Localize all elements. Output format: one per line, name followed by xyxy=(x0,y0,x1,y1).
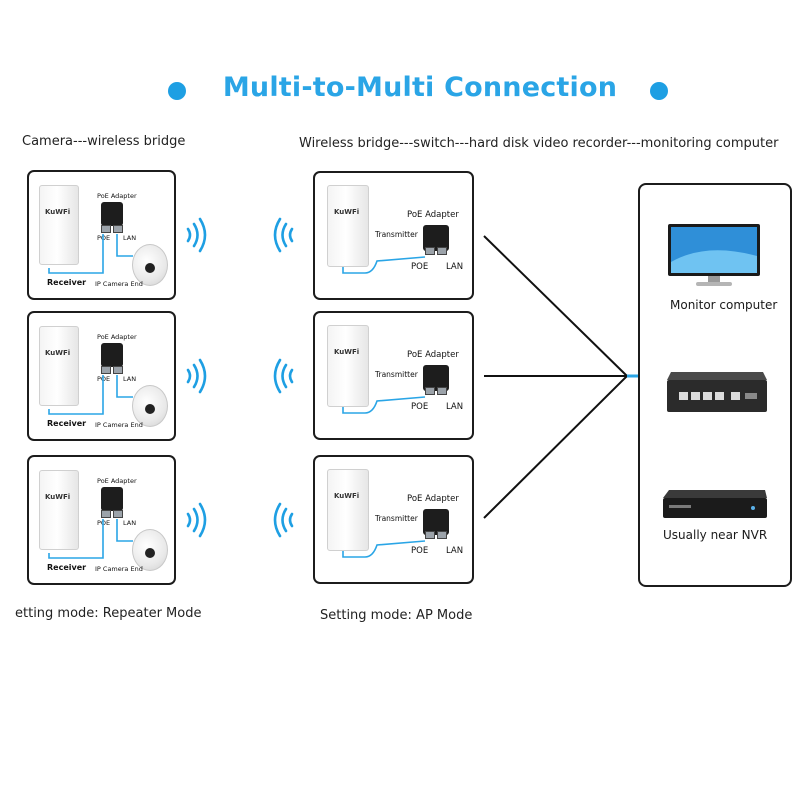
transmitter-label: Transmitter xyxy=(375,514,418,523)
wireless-bridge-icon: KuWFi xyxy=(39,326,79,406)
wireless-bridge-icon: KuWFi xyxy=(327,469,369,551)
receiver-label: Receiver xyxy=(47,278,87,287)
nvr-icon xyxy=(663,490,767,518)
receiver-label: Receiver xyxy=(47,563,87,572)
bridge-unit-box-1: KuWFi PoE Adapter Transmitter POE LAN xyxy=(313,171,474,300)
ip-camera-icon xyxy=(132,385,168,427)
camera-unit-box-2: KuWFi PoE Adapter POE LAN Receiver IP Ca… xyxy=(27,311,176,441)
title-dot-right-icon xyxy=(650,82,668,100)
poe-port-icon xyxy=(101,225,111,233)
adapter-label: PoE Adapter xyxy=(407,210,459,220)
poe-adapter-icon xyxy=(423,225,449,251)
adapter-label: PoE Adapter xyxy=(407,494,459,504)
bridge-cable xyxy=(48,375,133,415)
bridge-cable xyxy=(48,519,133,559)
monitor-icon xyxy=(668,224,760,286)
adapter-label: PoE Adapter xyxy=(97,192,137,200)
adapter-label: PoE Adapter xyxy=(97,333,137,341)
lan-label: LAN xyxy=(446,402,464,412)
poe-port-icon xyxy=(425,387,435,395)
lan-label: LAN xyxy=(446,546,464,556)
monitor-label: Monitor computer xyxy=(670,298,778,312)
camera-lens xyxy=(145,548,155,558)
poe-adapter-icon xyxy=(423,365,449,391)
wifi-signal-icon xyxy=(273,502,294,538)
camera-unit-box-3: KuWFi PoE Adapter POE LAN Receiver IP Ca… xyxy=(27,455,176,585)
device-brand: KuWFi xyxy=(334,348,360,356)
poe-port-icon xyxy=(101,366,111,374)
poe-adapter-icon xyxy=(101,487,123,511)
poe-port-icon xyxy=(425,531,435,539)
transmitter-label: Transmitter xyxy=(375,370,418,379)
camera-unit-box-1: KuWFi PoE Adapter POE LAN Receiver IP Ca… xyxy=(27,170,176,300)
camera-lens xyxy=(145,263,155,273)
wireless-bridge-icon: KuWFi xyxy=(39,185,79,265)
right-header-caption: Wireless bridge---switch---hard disk vid… xyxy=(299,136,779,151)
lan-port-icon xyxy=(113,225,123,233)
device-brand: KuWFi xyxy=(334,208,360,216)
title-dot-left-icon xyxy=(168,82,186,100)
switch-icon xyxy=(667,372,767,412)
wifi-signal-icon xyxy=(186,358,207,394)
wifi-signal-icon xyxy=(273,358,294,394)
device-brand: KuWFi xyxy=(334,492,360,500)
wifi-signal-icon xyxy=(186,217,207,253)
wifi-signal-icon xyxy=(186,502,207,538)
lan-label: LAN xyxy=(123,519,137,527)
ip-camera-icon xyxy=(132,244,168,286)
bridge-1-link xyxy=(483,235,628,377)
poe-adapter-icon xyxy=(101,343,123,367)
lan-port-icon xyxy=(113,366,123,374)
receiver-label: Receiver xyxy=(47,419,87,428)
adapter-label: PoE Adapter xyxy=(407,350,459,360)
wireless-bridge-icon: KuWFi xyxy=(327,185,369,267)
poe-label: POE xyxy=(411,402,429,412)
bridge-cable xyxy=(48,234,133,274)
device-brand: KuWFi xyxy=(45,349,71,357)
ip-camera-icon xyxy=(132,529,168,571)
lan-label: LAN xyxy=(123,375,137,383)
bridge-unit-box-3: KuWFi PoE Adapter Transmitter POE LAN xyxy=(313,455,474,584)
camera-end-label: IP Camera End xyxy=(95,280,143,288)
left-header-caption: Camera---wireless bridge xyxy=(22,134,186,149)
wifi-signal-icon xyxy=(273,217,294,253)
device-brand: KuWFi xyxy=(45,208,71,216)
diagram-title: Multi-to-Multi Connection xyxy=(222,72,618,103)
poe-adapter-icon xyxy=(101,202,123,226)
camera-lens xyxy=(145,404,155,414)
lan-port-icon xyxy=(437,247,447,255)
lan-label: LAN xyxy=(123,234,137,242)
poe-label: POE xyxy=(411,546,429,556)
wireless-bridge-icon: KuWFi xyxy=(327,325,369,407)
bridge-cable xyxy=(342,540,426,558)
poe-label: POE xyxy=(411,262,429,272)
poe-port-icon xyxy=(101,510,111,518)
wireless-bridge-icon: KuWFi xyxy=(39,470,79,550)
camera-end-label: IP Camera End xyxy=(95,565,143,573)
poe-adapter-icon xyxy=(423,509,449,535)
device-brand: KuWFi xyxy=(45,493,71,501)
bridge-cable xyxy=(342,396,426,414)
lan-port-icon xyxy=(113,510,123,518)
lan-port-icon xyxy=(437,531,447,539)
nvr-label: Usually near NVR xyxy=(663,528,768,542)
poe-port-icon xyxy=(425,247,435,255)
bridge-3-link xyxy=(483,375,628,519)
lan-port-icon xyxy=(437,387,447,395)
lan-label: LAN xyxy=(446,262,464,272)
bridge-cable xyxy=(342,256,426,274)
camera-end-label: IP Camera End xyxy=(95,421,143,429)
bridge-unit-box-2: KuWFi PoE Adapter Transmitter POE LAN xyxy=(313,311,474,440)
right-footer-caption: Setting mode: AP Mode xyxy=(320,608,473,623)
left-footer-caption: etting mode: Repeater Mode xyxy=(15,606,202,621)
transmitter-label: Transmitter xyxy=(375,230,418,239)
adapter-label: PoE Adapter xyxy=(97,477,137,485)
